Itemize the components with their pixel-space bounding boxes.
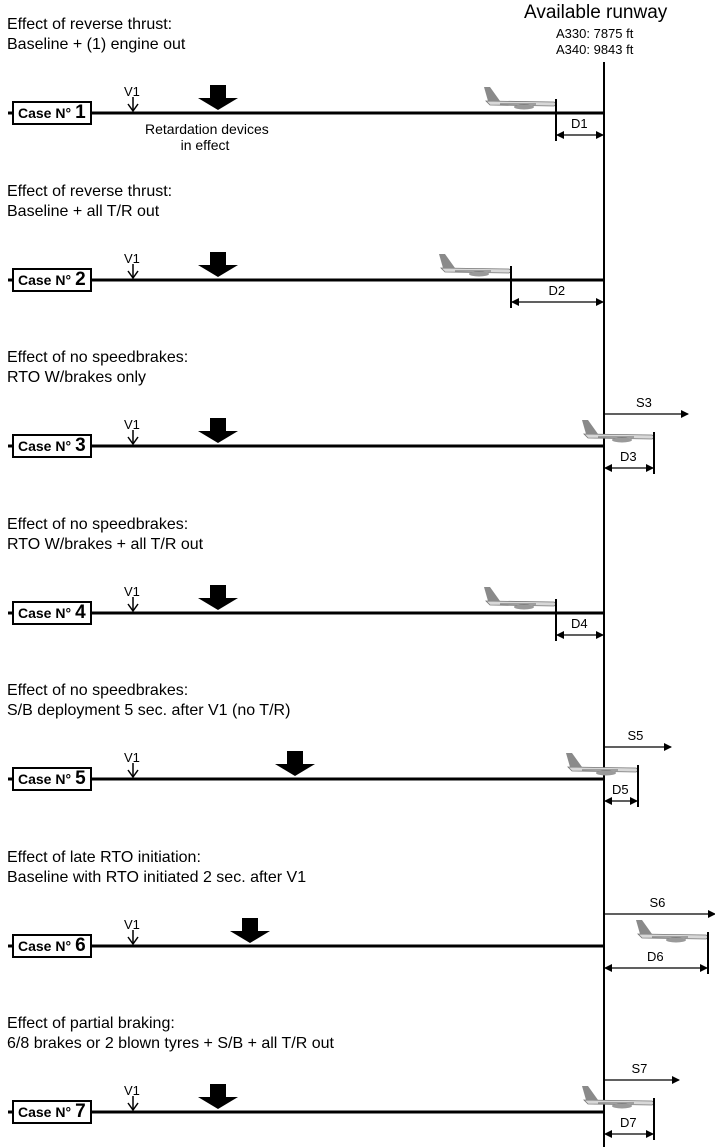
case-title-line2: 6/8 brakes or 2 blown tyres + S/B + all … — [7, 1035, 334, 1052]
retardation-note-line1: Retardation devices — [145, 121, 269, 137]
case-prefix: Case N° — [18, 272, 72, 288]
v1-arrowhead — [127, 436, 139, 446]
aircraft-icon — [636, 920, 709, 943]
case-prefix: Case N° — [18, 438, 72, 454]
case-label-box: Case N°2 — [12, 268, 92, 292]
retardation-arrow-icon — [198, 1084, 238, 1109]
v1-label: V1 — [124, 251, 140, 266]
case-title-line1: Effect of reverse thrust: — [7, 16, 173, 33]
case-title-line2: Baseline with RTO initiated 2 sec. after… — [7, 869, 307, 886]
case-title-line2: S/B deployment 5 sec. after V1 (no T/R) — [7, 702, 291, 719]
case-prefix: Case N° — [18, 1104, 72, 1120]
retardation-arrow-icon — [198, 252, 238, 277]
aircraft-icon — [484, 587, 557, 610]
case-number: 4 — [75, 602, 86, 623]
case-label-box: Case N°6 — [12, 934, 92, 958]
aircraft-icon — [582, 420, 655, 443]
v1-label: V1 — [124, 750, 140, 765]
aircraft-icon — [484, 87, 557, 110]
case-number: 2 — [75, 269, 86, 290]
distance-label: D6 — [647, 949, 664, 964]
v1-label: V1 — [124, 417, 140, 432]
case-title-line2: Baseline + (1) engine out — [7, 36, 186, 53]
overrun-label: S5 — [627, 728, 644, 743]
case-title-line2: Baseline + all T/R out — [7, 203, 160, 220]
v1-label: V1 — [124, 84, 140, 99]
case-number: 7 — [75, 1101, 86, 1122]
retardation-arrow-icon — [275, 751, 315, 776]
case-title-line1: Effect of late RTO initiation: — [7, 849, 201, 866]
case-title-line1: Effect of reverse thrust: — [7, 183, 173, 200]
retardation-arrow-icon — [230, 918, 270, 943]
distance-label: D7 — [620, 1115, 637, 1130]
retardation-arrow-icon — [198, 585, 238, 610]
case-prefix: Case N° — [18, 605, 72, 621]
case-number: 3 — [75, 435, 86, 456]
case-prefix: Case N° — [18, 105, 72, 121]
v1-arrowhead — [127, 936, 139, 946]
case-label-box: Case N°3 — [12, 434, 92, 458]
case-label-box: Case N°5 — [12, 767, 92, 791]
v1-arrowhead — [127, 270, 139, 280]
a330-runway-length: A330: 7875 ft — [556, 26, 634, 41]
overrun-label: S7 — [631, 1061, 648, 1076]
retardation-arrow-icon — [198, 418, 238, 443]
retardation-note-line2: in effect — [180, 137, 230, 153]
case-number: 6 — [75, 935, 86, 956]
v1-label: V1 — [124, 1083, 140, 1098]
case-title-line2: RTO W/brakes only — [7, 369, 147, 386]
aircraft-icon — [566, 753, 639, 776]
distance-label: D1 — [571, 116, 588, 131]
v1-label: V1 — [124, 917, 140, 932]
aircraft-icon — [439, 254, 512, 277]
retardation-arrow-icon — [198, 85, 238, 110]
available-runway-title: Available runway — [524, 2, 668, 23]
overrun-label: S3 — [636, 395, 652, 410]
aircraft-icon — [582, 1086, 655, 1109]
overrun-label: S6 — [649, 895, 666, 910]
distance-label: D3 — [620, 449, 637, 464]
case-number: 5 — [75, 768, 86, 789]
v1-arrowhead — [127, 1102, 139, 1112]
case-title-line1: Effect of no speedbrakes: — [7, 682, 189, 699]
case-number: 1 — [75, 102, 86, 123]
distance-label: D4 — [571, 616, 588, 631]
case-title-line2: RTO W/brakes + all T/R out — [7, 536, 204, 553]
case-prefix: Case N° — [18, 771, 72, 787]
case-title-line1: Effect of partial braking: — [7, 1015, 175, 1032]
a340-runway-length: A340: 9843 ft — [556, 42, 634, 57]
case-label-box: Case N°7 — [12, 1100, 92, 1124]
case-title-line1: Effect of no speedbrakes: — [7, 516, 189, 533]
v1-arrowhead — [127, 769, 139, 779]
case-prefix: Case N° — [18, 938, 72, 954]
case-title-line1: Effect of no speedbrakes: — [7, 349, 189, 366]
v1-arrowhead — [127, 603, 139, 613]
distance-label: D5 — [612, 782, 629, 797]
case-label-box: Case N°4 — [12, 601, 92, 625]
case-label-box: Case N°1 — [12, 101, 92, 125]
distance-label: D2 — [548, 283, 566, 298]
v1-arrowhead — [127, 103, 139, 113]
v1-label: V1 — [124, 584, 140, 599]
